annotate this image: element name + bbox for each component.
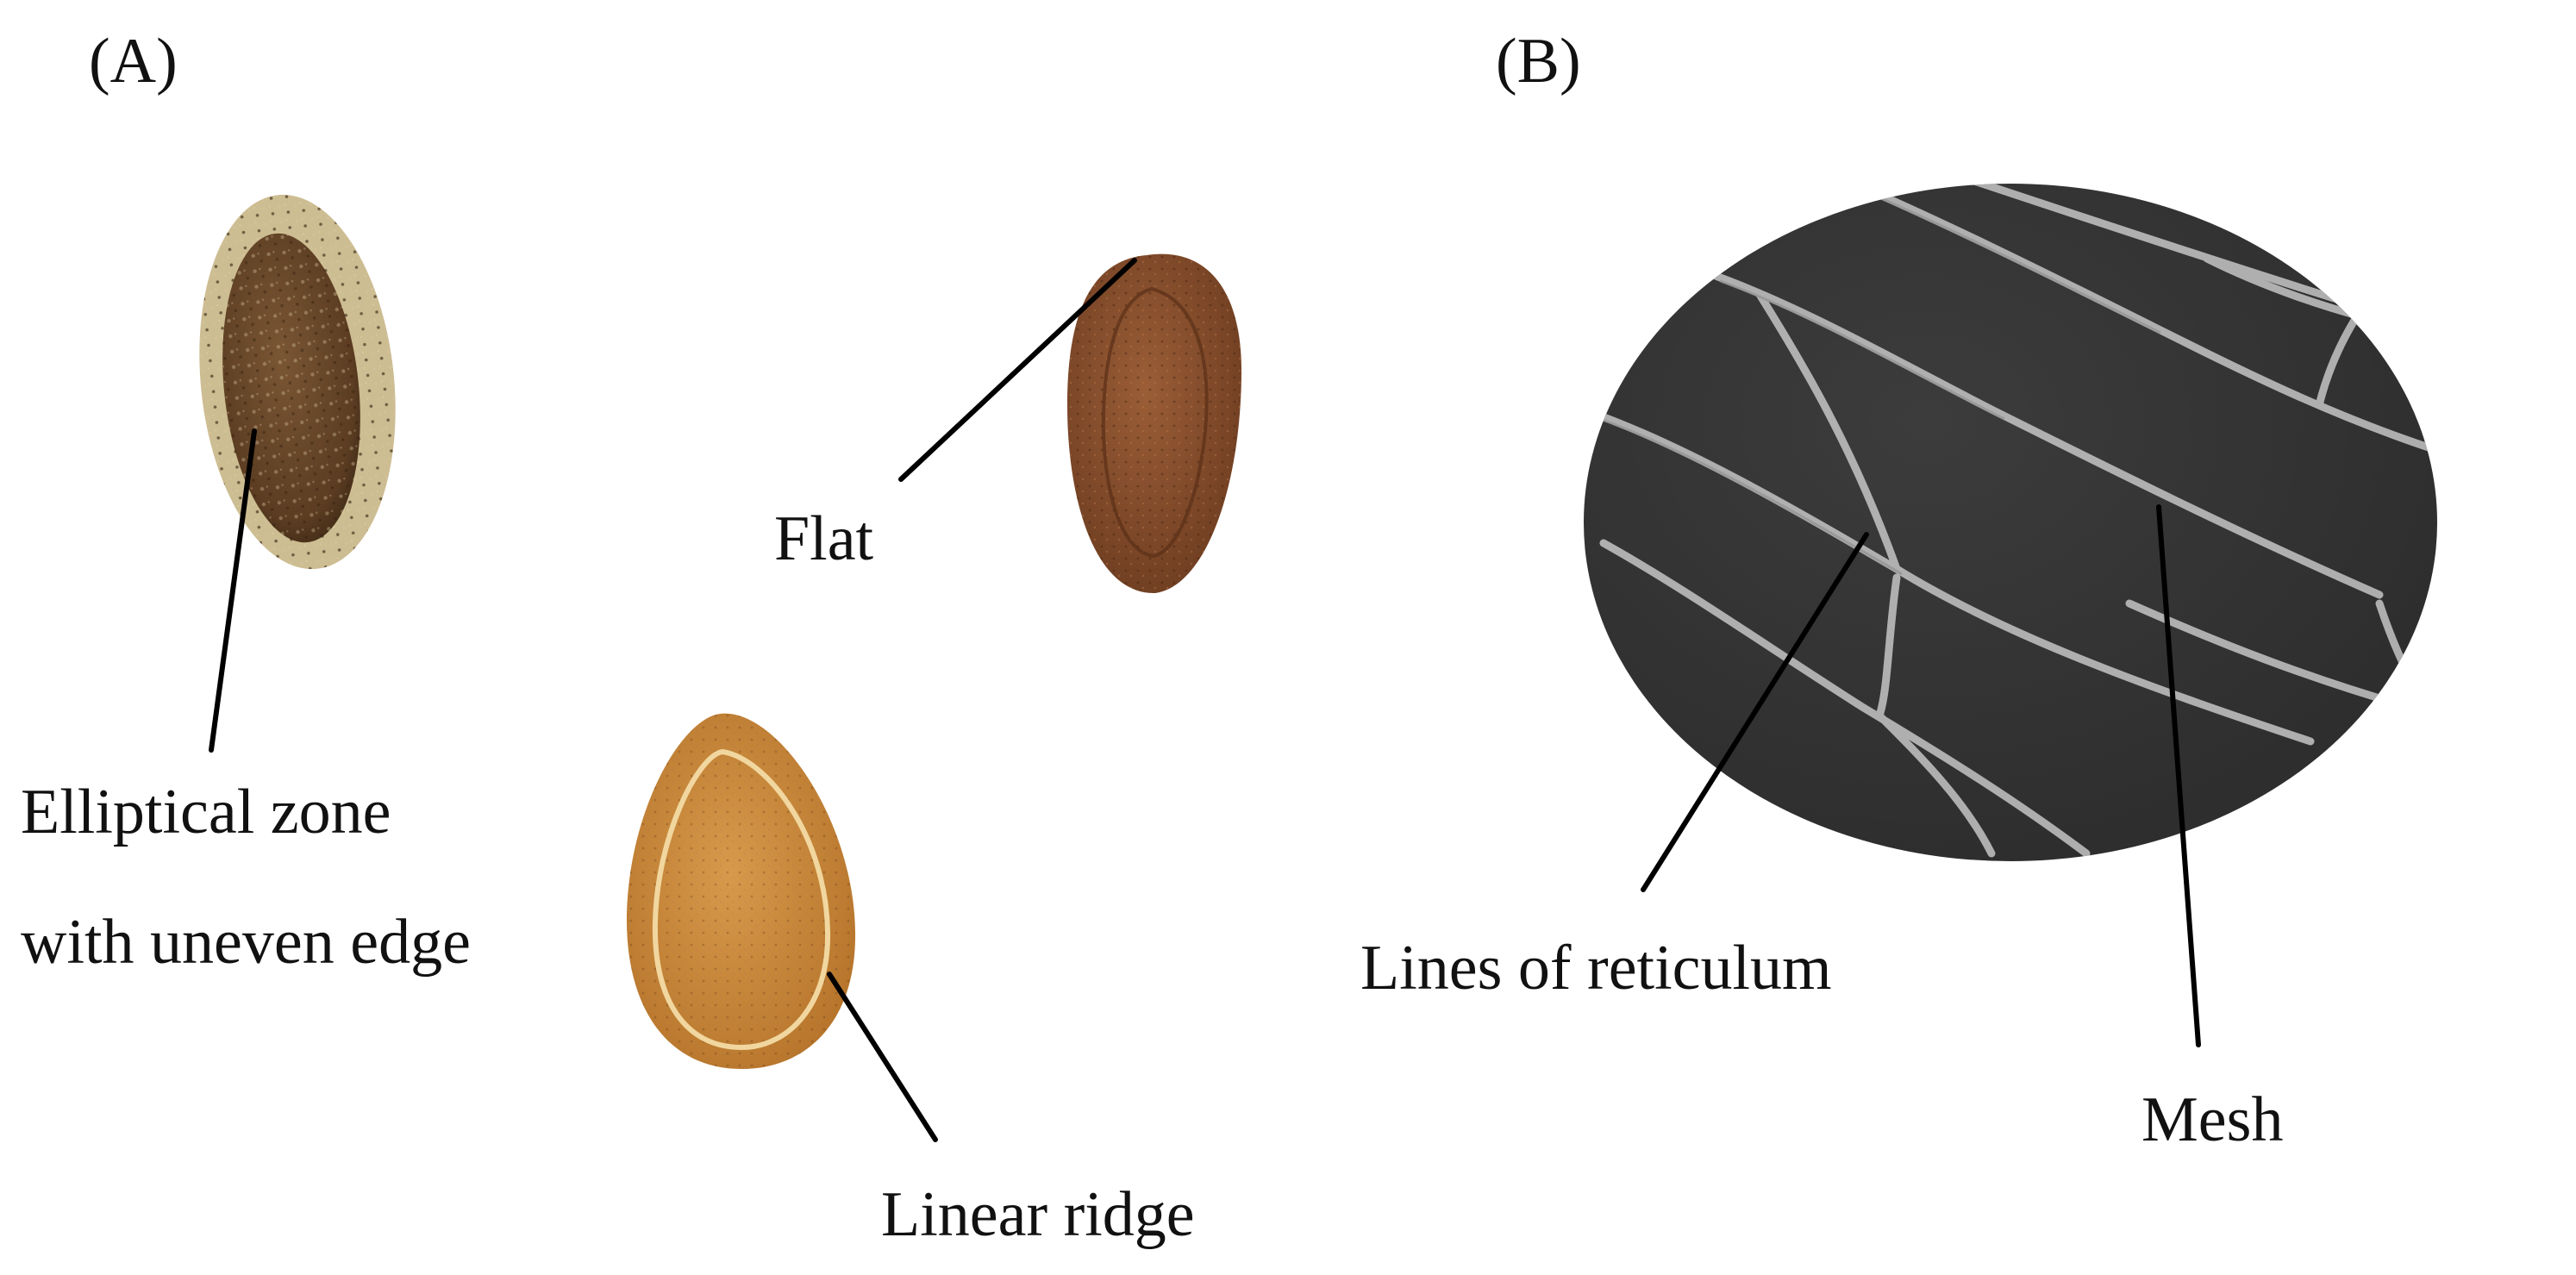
callout-lines-of-reticulum: Lines of reticulum [1360, 933, 1832, 1003]
callout-flat: Flat [774, 503, 874, 574]
leader-flat [898, 258, 1137, 482]
callout-linear-ridge: Linear ridge [881, 1179, 1195, 1250]
leader-mesh [2156, 504, 2201, 1047]
leader-ridge [827, 972, 938, 1142]
seed-ridge [626, 713, 856, 1069]
callout-mesh: Mesh [2141, 1084, 2284, 1155]
leader-lines-reticulum [1641, 532, 1869, 892]
sem-micrograph [1584, 184, 2437, 861]
callout-elliptical-line2: with uneven edge [21, 907, 471, 978]
leader-lines [209, 258, 2201, 1142]
panel-a-label: (A) [89, 26, 178, 97]
leader-elliptical [209, 428, 257, 753]
seed-elliptical [199, 194, 396, 570]
seed-flat [1067, 253, 1241, 594]
panel-b-label: (B) [1496, 26, 1581, 97]
callout-elliptical-line1: Elliptical zone [21, 777, 391, 847]
